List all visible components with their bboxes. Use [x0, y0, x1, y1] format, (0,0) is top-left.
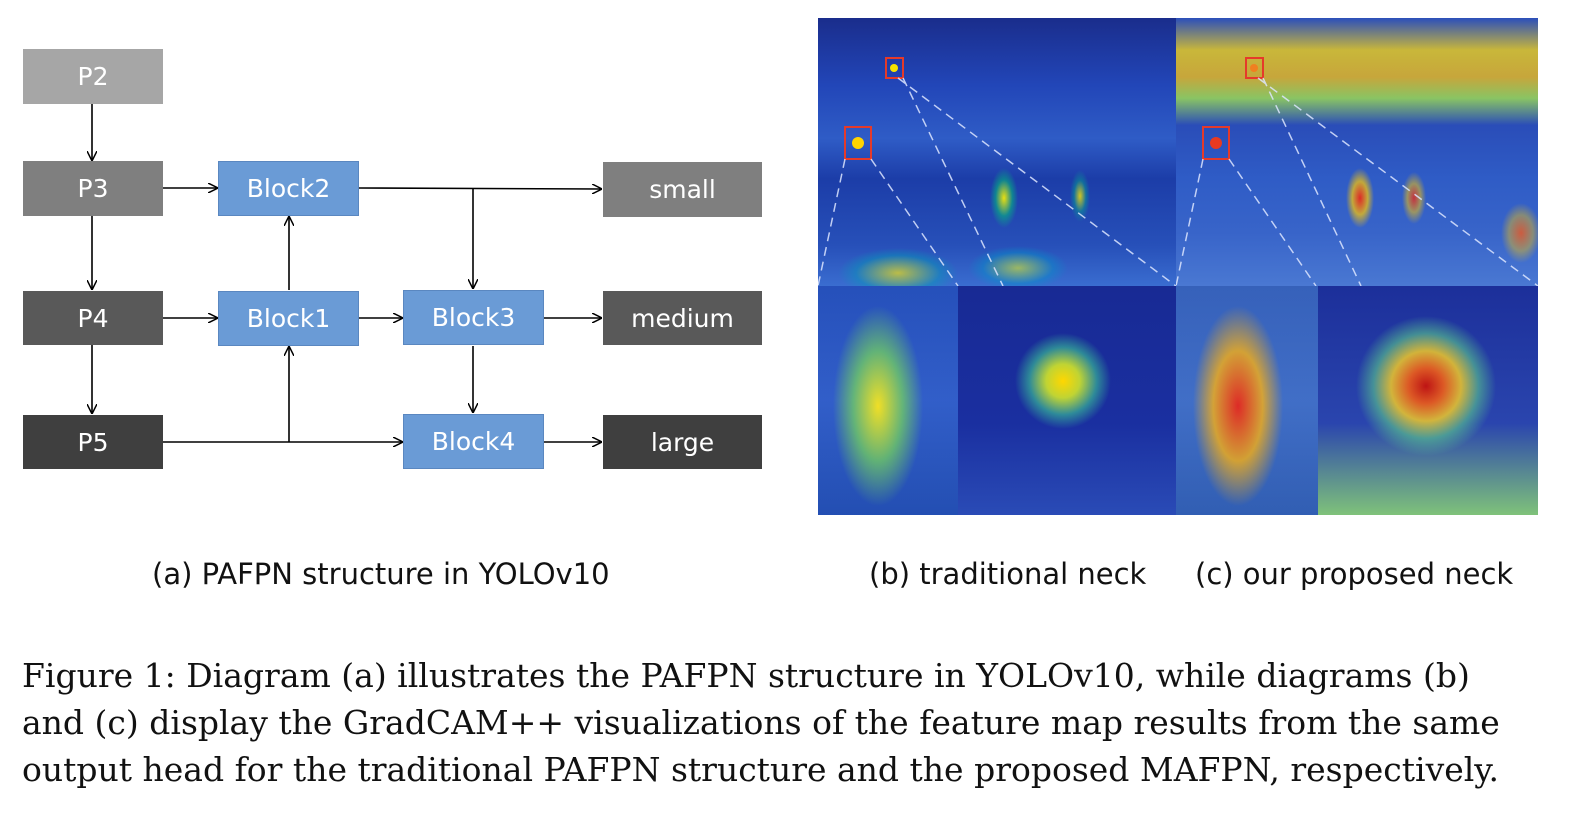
node-block1: Block1: [218, 291, 359, 346]
zoom-guides-proposed: [1176, 57, 1538, 286]
node-large: large: [603, 415, 762, 469]
subcaption-b: (b) traditional neck: [869, 557, 1147, 591]
subcaption-a: (a) PAFPN structure in YOLOv10: [152, 557, 610, 591]
arrow-block2-small: [358, 188, 601, 189]
node-medium: medium: [603, 291, 762, 345]
caption-line-1: Figure 1: Diagram (a) illustrates the PA…: [22, 656, 1470, 695]
heatmap-proposed-zoom-2: [1318, 286, 1538, 515]
node-block4: Block4: [403, 414, 544, 469]
heatmap-traditional-zoom-1: [818, 286, 958, 515]
caption-line-2: and (c) display the GradCAM++ visualizat…: [22, 703, 1500, 742]
zoom-guides: [818, 57, 1176, 286]
subcaption-c: (c) our proposed neck: [1195, 557, 1514, 591]
heatmap-proposed-zoom-1: [1176, 286, 1318, 515]
heatmap-traditional-scene: [818, 18, 1176, 286]
figure-caption: Figure 1: Diagram (a) illustrates the PA…: [22, 652, 1582, 793]
node-block2: Block2: [218, 161, 359, 216]
node-p5: P5: [23, 415, 163, 469]
heatmap-traditional-zoom-2: [958, 286, 1176, 515]
node-p4: P4: [23, 291, 163, 345]
node-p3: P3: [23, 161, 163, 216]
node-small: small: [603, 162, 762, 217]
diagram-connectors: [0, 104, 800, 520]
caption-line-3: output head for the traditional PAFPN st…: [22, 750, 1500, 789]
node-p2: P2: [23, 49, 163, 104]
node-block3: Block3: [403, 290, 544, 345]
heatmap-proposed-scene: [1176, 18, 1538, 286]
